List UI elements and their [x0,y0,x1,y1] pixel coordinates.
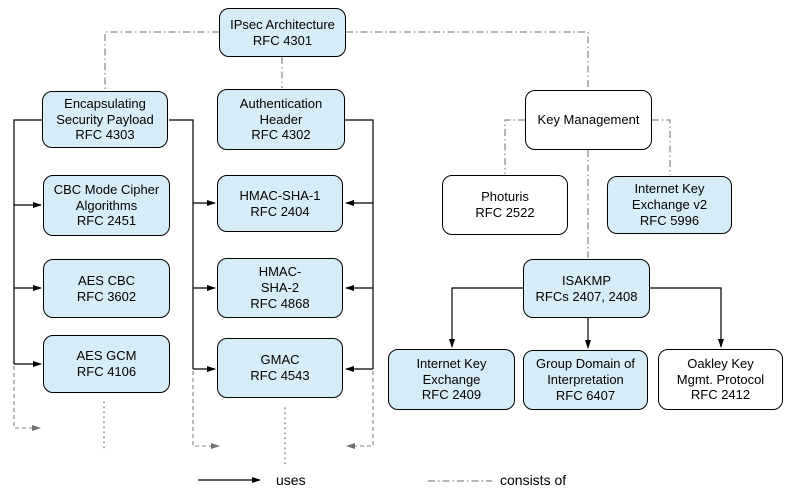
node-label: AES CBC RFC 3602 [76,272,137,304]
node-key-management: Key Management [525,90,652,150]
node-oakley-key-mgmt-protocol: Oakley Key Mgmt. Protocol RFC 2412 [658,349,783,410]
node-label: HMAC- SHA-2 RFC 4868 [250,264,310,311]
node-label: Encapsulating Security Payload RFC 4303 [56,95,154,143]
node-label: HMAC-SHA-1 RFC 2404 [239,187,321,219]
node-label: IPsec Architecture RFC 4301 [230,16,335,48]
node-label: Key Management [537,112,640,128]
node-hmac-sha-1: HMAC-SHA-1 RFC 2404 [217,175,343,232]
node-label: Oakley Key Mgmt. Protocol RFC 2412 [676,355,765,403]
consists-of-edges [104,31,671,258]
node-cbc-mode-cipher-algorithms: CBC Mode Cipher Algorithms RFC 2451 [43,175,170,236]
node-photuris: Photuris RFC 2522 [442,175,568,235]
node-label: Internet Key Exchange v2 RFC 5996 [631,181,708,228]
node-label: GMAC RFC 4543 [250,352,310,383]
node-label: Group Domain of Interpretation RFC 6407 [536,356,635,403]
legend-glyphs [198,477,492,483]
node-gmac: GMAC RFC 4543 [217,338,343,398]
legend-consists-of-label: consists of [500,472,567,488]
node-aes-cbc: AES CBC RFC 3602 [43,259,170,318]
node-label: ISAKMP RFCs 2407, 2408 [535,272,638,304]
continuation-arrows [13,366,374,468]
node-label: CBC Mode Cipher Algorithms RFC 2451 [53,181,160,229]
node-label: AES GCM RFC 4106 [76,348,137,379]
node-label: Authentication Header RFC 4302 [239,95,323,143]
node-isakmp: ISAKMP RFCs 2407, 2408 [523,259,650,318]
node-internet-key-exchange: Internet Key Exchange RFC 2409 [388,349,515,410]
node-encapsulating-security-payload: Encapsulating Security Payload RFC 4303 [42,91,168,148]
node-ipsec-architecture: IPsec Architecture RFC 4301 [219,8,346,57]
node-hmac-sha-2: HMAC- SHA-2 RFC 4868 [217,258,343,318]
node-aes-gcm: AES GCM RFC 4106 [43,335,170,393]
node-label: Internet Key Exchange RFC 2409 [416,355,487,403]
legend-uses-label: uses [276,472,306,488]
uses-edges [13,119,724,372]
node-group-domain-of-interpretation: Group Domain of Interpretation RFC 6407 [523,350,648,410]
node-label: Photuris RFC 2522 [475,189,535,220]
node-internet-key-exchange-v2: Internet Key Exchange v2 RFC 5996 [607,176,732,234]
node-authentication-header: Authentication Header RFC 4302 [217,89,345,150]
